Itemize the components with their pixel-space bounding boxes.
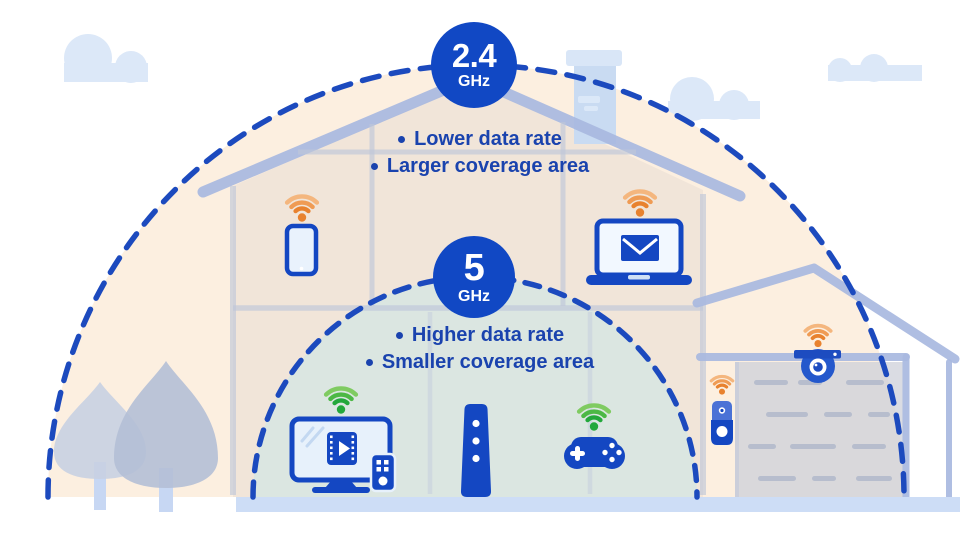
garage-roof	[692, 263, 960, 364]
video-doorbell-icon	[710, 399, 734, 446]
feature-item: Lower data rate	[398, 128, 562, 151]
smart-tv-icon	[289, 416, 397, 493]
trees	[54, 361, 218, 512]
devices	[284, 191, 841, 497]
feature-text: Lower data rate	[414, 128, 562, 150]
cloud-top-right	[668, 77, 760, 121]
cloud-far-right	[828, 54, 922, 82]
feature-item: Smaller coverage area	[365, 351, 595, 374]
dome-camera-icon	[794, 349, 841, 383]
band-badge-2.4ghz: 2.4 GHz	[431, 22, 517, 108]
smartphone-icon	[284, 223, 319, 277]
bullet-dot	[398, 136, 406, 143]
clouds	[64, 34, 922, 121]
feature-text: Higher data rate	[411, 324, 565, 346]
ground-strip	[236, 497, 960, 512]
feature-item: Larger coverage area	[370, 155, 590, 178]
cloud-top-left	[64, 34, 148, 83]
band-badge-5ghz: 5 GHz	[433, 236, 515, 318]
wifi-router-icon	[460, 404, 492, 497]
coverage-boundary-24ghz	[45, 62, 907, 500]
bullet-dot	[395, 332, 403, 339]
roof-right-beam	[466, 72, 746, 202]
tv-remote-icon	[369, 452, 397, 493]
bullet-dot	[370, 163, 378, 170]
tree-large	[114, 361, 218, 488]
laptop-email-icon	[586, 218, 692, 285]
band-2.4ghz-features: Lower data rate Larger coverage area	[300, 128, 660, 178]
band-unit: GHz	[458, 73, 490, 91]
roof-left-beam	[197, 72, 478, 198]
game-controller-icon	[564, 437, 625, 469]
garage-door-panels	[748, 380, 892, 481]
upper-room-walls	[369, 122, 566, 306]
garage	[692, 263, 960, 501]
feature-text: Smaller coverage area	[381, 351, 595, 373]
band-unit: GHz	[458, 287, 490, 305]
band-5ghz-features: Higher data rate Smaller coverage area	[300, 324, 660, 374]
bullet-dot	[365, 359, 373, 366]
band-frequency: 5	[463, 246, 485, 289]
feature-item: Higher data rate	[395, 324, 565, 347]
film-sprockets	[330, 435, 355, 461]
band-frequency: 2.4	[451, 37, 497, 75]
feature-text: Larger coverage area	[386, 155, 590, 177]
